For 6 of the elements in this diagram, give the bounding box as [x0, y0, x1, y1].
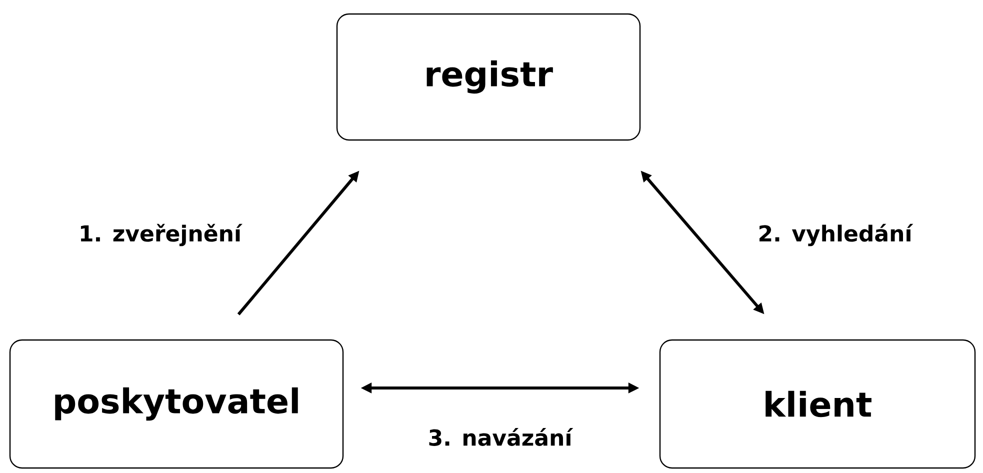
process-box: registr	[336, 13, 641, 141]
edge-label: 3. navázání	[426, 426, 574, 448]
process-box: klient	[659, 339, 976, 469]
process-box: poskytovatel	[9, 339, 344, 469]
edge-label: 1. zveřejnění	[76, 222, 244, 248]
edge-label: 2. vyhledání	[756, 222, 914, 248]
